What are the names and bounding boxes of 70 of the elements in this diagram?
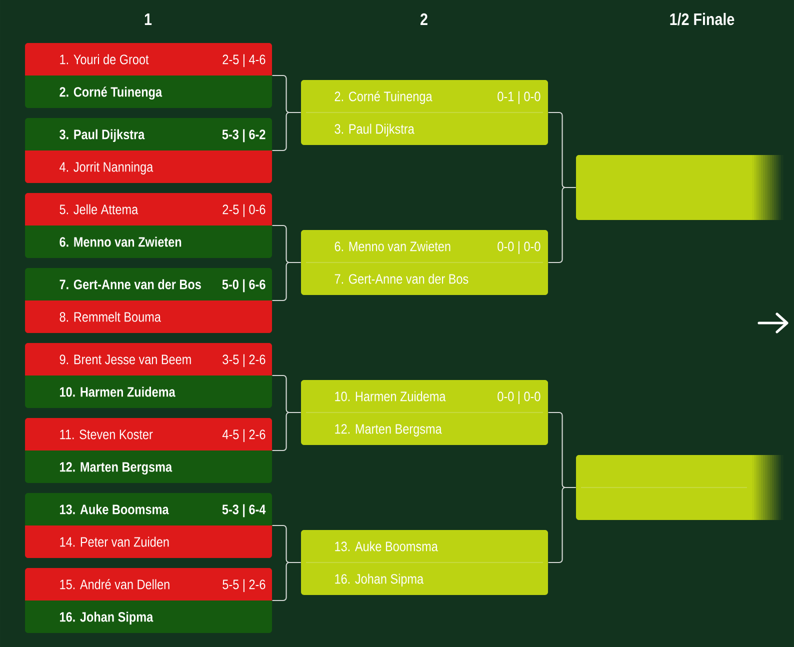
player-name: 12. Marten Bergsma xyxy=(335,424,442,436)
player-row xyxy=(301,112,548,145)
player-name: 3. Paul Dijkstra xyxy=(334,124,414,136)
set-score: 5-0 | 6-6 xyxy=(222,279,266,292)
player-row xyxy=(25,450,272,483)
player-row xyxy=(25,226,272,258)
player-row xyxy=(25,343,272,376)
player-row xyxy=(25,526,272,558)
player-name: 12. Marten Bergsma xyxy=(60,462,172,475)
player-name: 6. Menno van Zwieten xyxy=(334,241,450,252)
player-name: 1. Youri de Groot xyxy=(60,54,149,64)
bracket-line xyxy=(272,262,301,302)
set-score: 5-3 | 6-2 xyxy=(222,129,266,142)
player-name: 2. Corné Tuinenga xyxy=(60,86,162,100)
player-name: 16. Johan Sipma xyxy=(60,612,154,624)
player-name: 3. Paul Dijkstra xyxy=(60,129,145,142)
player-row xyxy=(25,118,272,150)
player-row xyxy=(25,300,272,333)
player-row xyxy=(25,76,272,108)
set-score: 2-5 | 4-6 xyxy=(222,54,266,68)
bracket-line xyxy=(272,412,301,452)
player-row xyxy=(25,268,272,300)
set-score: 0-1 | 0-0 xyxy=(498,91,540,104)
player-name: 4. Jorrit Nanninga xyxy=(60,162,154,174)
player-row xyxy=(301,230,548,262)
player-row xyxy=(301,80,548,112)
player-row xyxy=(25,600,272,633)
player-row xyxy=(25,193,272,226)
set-score: 0-0 | 0-0 xyxy=(498,391,540,404)
round-heading: 1/2 Finale xyxy=(670,12,734,26)
player-row xyxy=(301,530,548,562)
player-name: 2. Corné Tuinenga xyxy=(334,91,432,104)
player-row xyxy=(25,418,272,450)
bracket-line xyxy=(272,112,301,152)
player-name: 7. Gert-Anne van der Bos xyxy=(334,274,468,284)
bracket-line xyxy=(548,486,576,564)
player-name: 16. Johan Sipma xyxy=(335,574,424,586)
player-row xyxy=(25,43,272,76)
empty-card xyxy=(576,155,784,220)
player-name: 13. Auke Boomsma xyxy=(335,541,438,552)
player-row xyxy=(25,150,272,183)
player-row xyxy=(301,412,548,445)
player-row xyxy=(25,376,272,408)
player-row xyxy=(25,493,272,526)
player-name: 9. Brent Jesse van Beem xyxy=(60,354,191,364)
set-score: 3-5 | 2-6 xyxy=(222,354,266,368)
round-heading: 1 xyxy=(144,14,152,25)
bracket-line xyxy=(548,186,576,264)
set-score: 5-3 | 6-4 xyxy=(222,504,266,518)
player-row xyxy=(301,380,548,412)
set-score: 5-5 | 2-6 xyxy=(222,579,266,592)
player-row xyxy=(25,568,272,600)
player-row xyxy=(301,262,548,295)
player-name: 14. Peter van Zuiden xyxy=(60,536,169,547)
player-name: 15. André van Dellen xyxy=(60,579,170,590)
player-name: 13. Auke Boomsma xyxy=(60,504,169,514)
bracket-line xyxy=(272,562,301,602)
player-row xyxy=(301,562,548,595)
set-score: 4-5 | 2-6 xyxy=(222,429,266,442)
player-name: 7. Gert-Anne van der Bos xyxy=(60,279,201,290)
set-score: 0-0 | 0-0 xyxy=(498,241,540,254)
round-heading: 2 xyxy=(420,13,428,25)
player-name: 8. Remmelt Bouma xyxy=(60,312,161,322)
player-name: 10. Harmen Zuidema xyxy=(335,391,446,402)
player-name: 11. Steven Koster xyxy=(60,430,153,440)
player-name: 10. Harmen Zuidema xyxy=(60,386,176,397)
player-name: 6. Menno van Zwieten xyxy=(60,236,182,247)
empty-card xyxy=(576,455,784,520)
player-name: 5. Jelle Attema xyxy=(60,204,138,214)
set-score: 2-5 | 0-6 xyxy=(222,204,266,218)
